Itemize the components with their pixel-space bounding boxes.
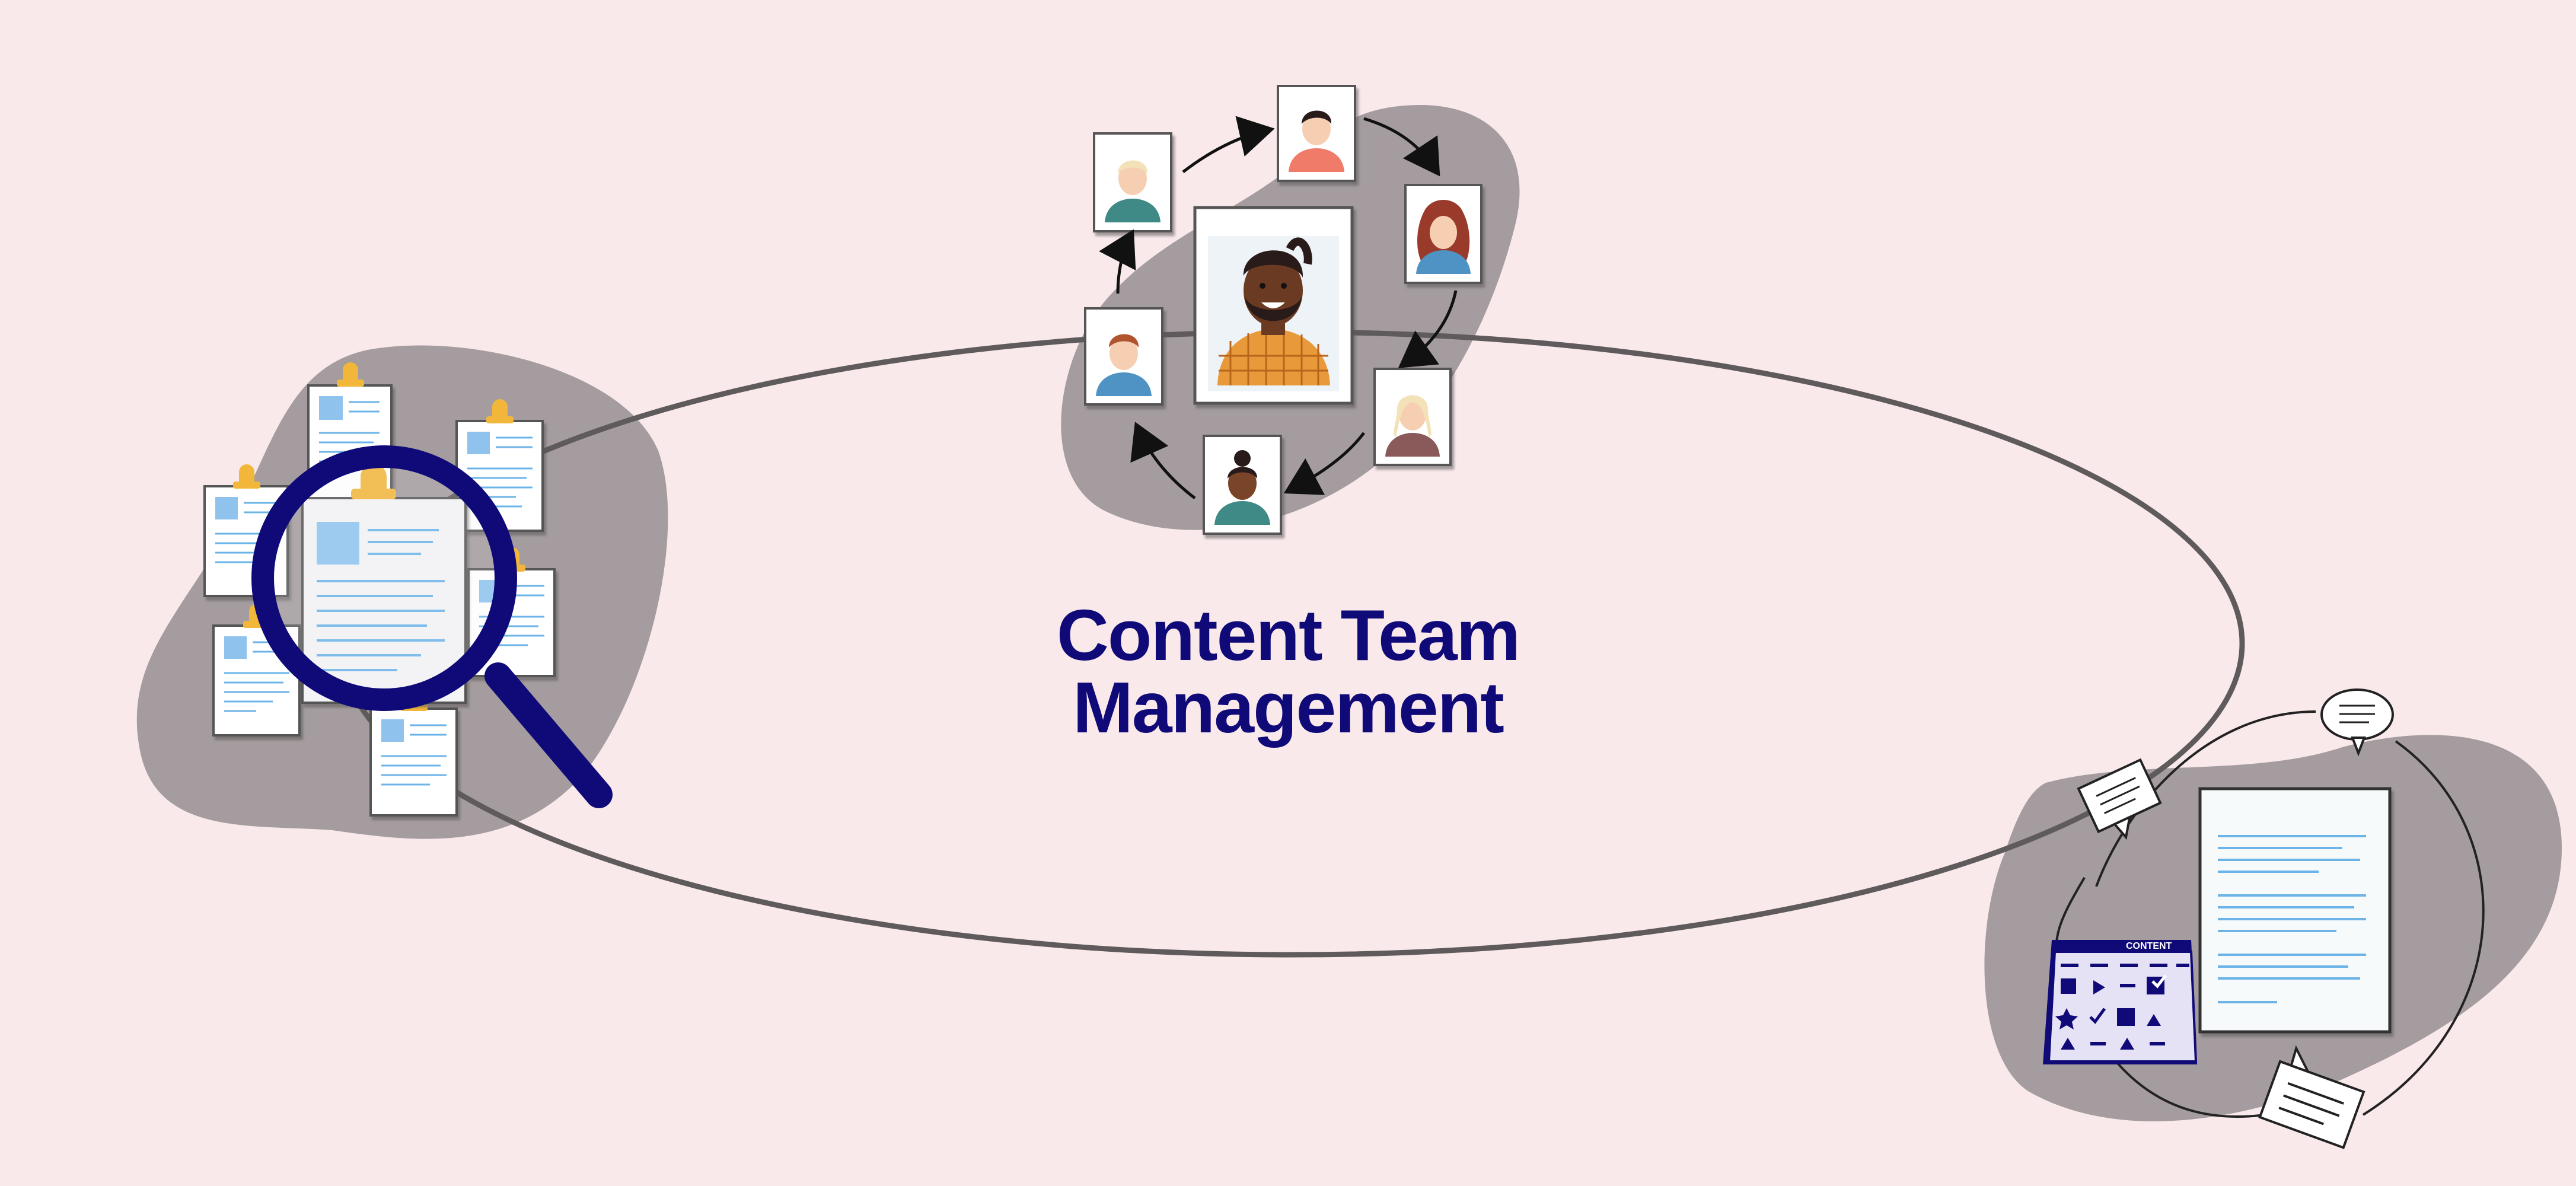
person-avatar-icon [1373,368,1452,466]
arrow-icon [1363,117,1440,177]
person-avatar-icon [1203,435,1282,535]
speech-bubble-icon [2320,688,2394,757]
arrow-icon [1398,290,1458,368]
calendar-header: CONTENT [2126,941,2172,951]
arrow-icon [1283,432,1365,495]
content-calendar-icon: CONTENT [2043,940,2198,1064]
arrow-icon [1182,116,1275,173]
page-title: Content Team Management [932,599,1644,744]
person-avatar-icon [1277,85,1356,182]
content-area: CONTENT [2043,688,2485,1149]
clipboard-icon [369,687,458,817]
speech-bubble-icon [2258,1045,2365,1149]
person-avatar-icon [1193,206,1354,405]
magnifier-icon [251,445,613,808]
document-icon [2198,787,2392,1034]
title-line-1: Content Team [1056,595,1520,675]
arrow-icon [1130,422,1196,499]
clipboard-icon [301,464,467,704]
person-avatar-icon [1093,132,1172,232]
clipboard-icon [212,604,301,737]
person-avatar-icon [1084,307,1163,406]
title-line-2: Management [1073,667,1504,748]
person-avatar-icon [1404,184,1483,284]
arrow-icon [1099,229,1136,294]
speech-bubble-icon [2077,758,2162,840]
team-cycle [1084,85,1483,535]
